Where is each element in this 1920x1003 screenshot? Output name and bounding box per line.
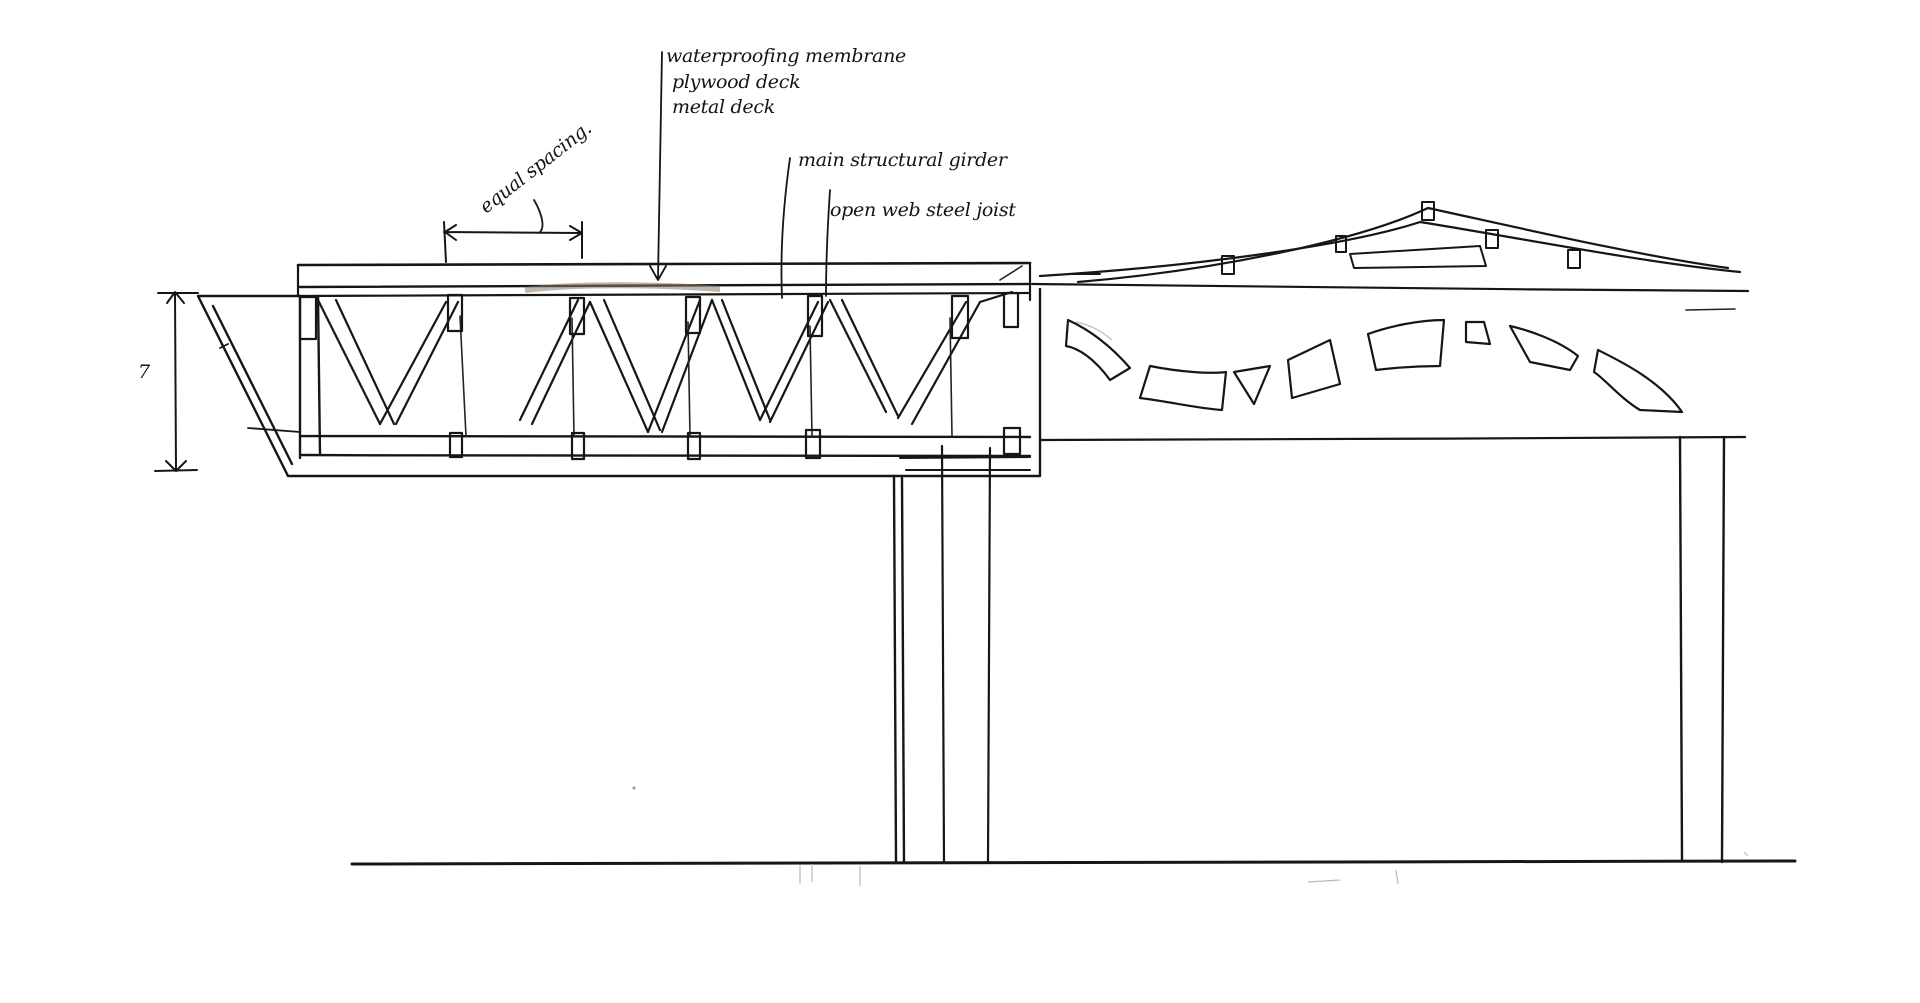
annotations: waterproofing membrane plywood deck meta… — [666, 45, 1017, 221]
metal-label: metal deck — [672, 96, 775, 118]
plywood-label: plywood deck — [672, 71, 800, 93]
columns-left — [892, 444, 1031, 864]
cantilever-outline — [196, 287, 1042, 478]
membrane-label: waterproofing membrane — [666, 45, 906, 67]
girder-label: main structural girder — [798, 149, 1009, 171]
spacing-dimension: equal spacing. — [443, 117, 596, 263]
ground-ticks — [799, 864, 861, 886]
columns-right — [1678, 435, 1726, 864]
depth-label: 7 — [138, 361, 151, 383]
right-roof-band — [1030, 282, 1750, 442]
deck-layers — [296, 261, 1032, 302]
leader-lines — [649, 51, 831, 299]
joist-blocks — [298, 291, 1022, 461]
stray-marks — [1307, 851, 1749, 885]
joist-web — [316, 290, 1014, 437]
stray-dot — [632, 786, 636, 790]
arched-openings — [1064, 318, 1684, 414]
ground-line — [350, 859, 1797, 866]
bottom-chord — [298, 294, 1032, 460]
pitched-roof — [1038, 201, 1742, 284]
joist-label: open web steel joist — [830, 199, 1016, 221]
depth-dimension: 7 — [138, 291, 199, 472]
